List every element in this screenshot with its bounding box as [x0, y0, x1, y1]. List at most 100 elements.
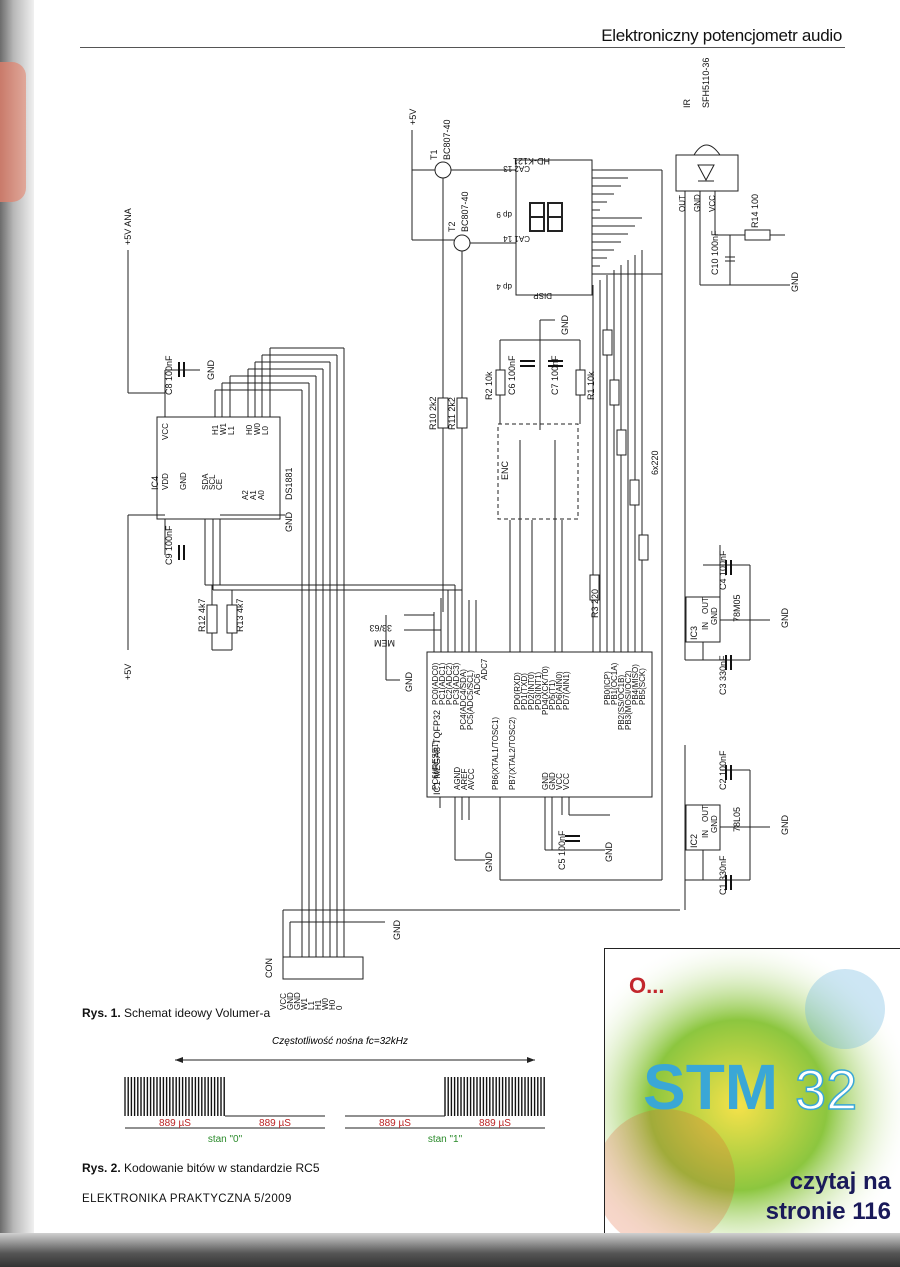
svg-text:PC1(ADC1): PC1(ADC1): [438, 662, 447, 705]
page-gutter-shadow: [0, 0, 34, 1267]
t2-part: BC807-40: [460, 191, 470, 232]
svg-text:A1: A1: [249, 490, 258, 500]
ic4-label: IC4: [150, 476, 160, 490]
svg-text:PB0(ICP): PB0(ICP): [603, 671, 612, 705]
svg-text:VCC: VCC: [562, 773, 571, 790]
burst-0: [124, 1077, 225, 1116]
svg-text:W1: W1: [219, 422, 228, 435]
stm32-ad[interactable]: O... STM 32 czytaj na stronie 116: [604, 948, 900, 1233]
figure1-caption-label: Rys. 1.: [82, 1006, 121, 1020]
c6-label: C6 100nF: [507, 355, 517, 395]
rc5-timing-diagram: Częstotliwość nośna fc=32kHz 889 µS 889 …: [124, 1036, 545, 1145]
gnd-label-con: GND: [392, 920, 402, 941]
figure1-caption: Rys. 1. Schemat ideowy Volumer-a: [82, 1006, 270, 1020]
svg-text:L1: L1: [307, 1001, 316, 1010]
ad-line2: stronie 116: [766, 1198, 891, 1225]
gnd-label-ic1: GND: [484, 852, 494, 873]
ic4-pin-names: VCC VDD GND SDA SCL CE A2 A1 A0 H1 W1 L1…: [161, 422, 270, 500]
svg-text:PB2(SS/OC1B): PB2(SS/OC1B): [617, 675, 626, 730]
ad-graphic: O... STM 32 czytaj na stronie 116: [605, 949, 900, 1233]
display-pin-labels: CA2 13 CA1 14 dp 9 dp 4 DISP: [496, 164, 552, 300]
svg-text:IN: IN: [701, 830, 710, 838]
t2-label: 889 µS: [259, 1118, 291, 1129]
svg-text:PD1(TXD): PD1(TXD): [520, 673, 529, 710]
svg-text:W0: W0: [321, 997, 330, 1010]
svg-text:IN: IN: [701, 622, 710, 630]
svg-text:dp 4: dp 4: [496, 282, 512, 291]
scanner-finger: [0, 62, 26, 202]
display-label: HD-K121: [513, 156, 550, 166]
gnd-label-ic2: GND: [780, 815, 790, 836]
gnd-label-mem: GND: [404, 672, 414, 693]
t3-label: 889 µS: [379, 1118, 411, 1129]
page-header-title: Elektroniczny potencjometr audio: [601, 26, 842, 45]
c1-label: C1 330nF: [718, 855, 728, 895]
r1-label: R1 10k: [586, 371, 596, 400]
gnd-label-enc: GND: [560, 315, 570, 336]
enc-body: [497, 423, 579, 520]
svg-text:PC0(ADC0): PC0(ADC0): [431, 662, 440, 705]
svg-text:PB6(XTAL1/TOSC1): PB6(XTAL1/TOSC1): [491, 717, 500, 790]
svg-text:PB7(XTAL2/TOSC2): PB7(XTAL2/TOSC2): [508, 717, 517, 790]
svg-text:A0: A0: [257, 490, 266, 500]
svg-text:PD3(INT1): PD3(INT1): [534, 671, 543, 710]
gnd-label-ir: GND: [790, 272, 800, 293]
svg-text:VCC: VCC: [161, 423, 170, 440]
svg-text:PC4(ADC4/SDA): PC4(ADC4/SDA): [459, 669, 468, 730]
c3-label: C3 330nF: [718, 655, 728, 695]
figure1-caption-text: Schemat ideowy Volumer-a: [124, 1006, 271, 1020]
svg-text:GND: GND: [286, 992, 295, 1010]
gnd-label-c5: GND: [604, 842, 614, 863]
svg-text:W1: W1: [300, 997, 309, 1010]
svg-text:OUT: OUT: [701, 597, 710, 614]
ir-part: SFH5110-36: [701, 58, 711, 108]
ic2-part: 78L05: [732, 807, 742, 832]
state1-label: stan "1": [428, 1134, 463, 1145]
supply-label-ana: +5V ANA: [123, 208, 133, 245]
svg-text:PD4(XCK/T0): PD4(XCK/T0): [541, 666, 550, 715]
ic3-label: IC3: [689, 626, 699, 640]
svg-text:PB4(MISO): PB4(MISO): [631, 664, 640, 705]
svg-text:VDD: VDD: [161, 473, 170, 490]
r11-label: R11 2k2: [447, 397, 457, 430]
svg-text:CA1 14: CA1 14: [503, 234, 530, 243]
svg-text:H1: H1: [211, 424, 220, 435]
ad-brand-a: STM: [643, 1051, 778, 1123]
svg-text:OUT: OUT: [701, 805, 710, 822]
svg-text:A2: A2: [241, 490, 250, 500]
svg-text:ADC7: ADC7: [480, 658, 489, 680]
c10-label: C10 100nF: [710, 230, 720, 275]
header-rule: [80, 47, 845, 48]
svg-text:H0: H0: [245, 424, 254, 435]
r14-label: R14 100: [750, 194, 760, 228]
svg-text:CE: CE: [215, 479, 224, 490]
svg-text:PB5(SCK): PB5(SCK): [638, 668, 647, 705]
svg-text:PD2(INT0): PD2(INT0): [527, 671, 536, 710]
scan-bottom-edge: [0, 1233, 900, 1267]
gnd-label-c8: GND: [206, 360, 216, 381]
svg-text:W0: W0: [253, 422, 262, 435]
svg-text:PB3(MOSI/OC2): PB3(MOSI/OC2): [624, 670, 633, 730]
r12-label: R12 4k7: [197, 598, 207, 632]
gnd-label-ic4: GND: [284, 512, 294, 533]
t4-label: 889 µS: [479, 1118, 511, 1129]
t2-body: [453, 234, 471, 252]
svg-text:PC3(ADC3): PC3(ADC3): [452, 662, 461, 705]
svg-text:PC5(ADC5/SCL): PC5(ADC5/SCL): [466, 670, 475, 730]
t1-body: [434, 161, 452, 179]
schematic-diagram: IC1 MEGA8-TQFP32 IC4 DS1881 HD-K121 IR S…: [123, 58, 800, 1010]
ic1-label: IC1 MEGA8-TQFP32: [432, 710, 442, 795]
svg-text:GND: GND: [710, 607, 719, 625]
c5-label: C5 100nF: [557, 830, 567, 870]
t2-label: T2: [447, 221, 457, 232]
r-array-label: 6x220: [650, 450, 660, 475]
ic4-body: [156, 416, 281, 520]
gnd-label-ic3: GND: [780, 608, 790, 629]
ic1-pin-names: PC0(ADC0) PC1(ADC1) PC2(ADC2) PC3(ADC3) …: [431, 658, 647, 790]
ic1-body: [426, 651, 653, 798]
svg-text:CA2 13: CA2 13: [503, 164, 530, 173]
burst-1: [444, 1077, 545, 1116]
svg-text:GND: GND: [710, 815, 719, 833]
r3-label: R3 220: [590, 589, 600, 618]
